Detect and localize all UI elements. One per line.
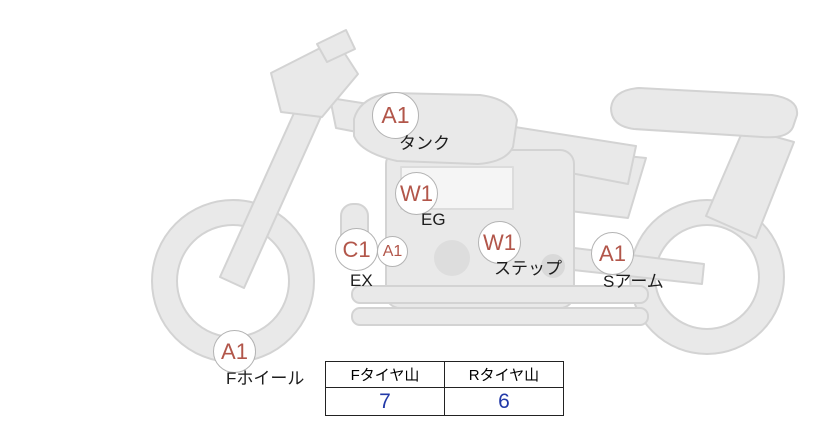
condition-badge-step: W1	[478, 221, 521, 264]
label-exhaust: EX	[350, 271, 373, 290]
condition-badge-exhaust-sub: A1	[377, 236, 408, 267]
condition-badge-swingarm: A1	[591, 232, 634, 275]
label-step: ステップ	[494, 259, 562, 278]
label-front-wheel: Fホイール	[226, 369, 305, 388]
condition-badge-tank: A1	[372, 92, 419, 139]
exhaust-pipe-upper-shape	[351, 285, 649, 304]
tail-shape	[705, 127, 795, 239]
rear-tire-header: Rタイヤ山	[444, 361, 564, 388]
tire-table-value-row: 7 6	[325, 387, 564, 416]
condition-badge-exhaust: C1	[335, 228, 378, 271]
front-tire-header: Fタイヤ山	[325, 361, 445, 388]
tire-tread-table: Fタイヤ山 Rタイヤ山 7 6	[325, 361, 564, 416]
condition-badge-front-wheel: A1	[213, 330, 256, 373]
label-engine: EG	[421, 210, 446, 229]
label-tank: タンク	[399, 134, 450, 153]
condition-badge-engine: W1	[395, 172, 438, 215]
front-tire-value: 7	[325, 387, 445, 416]
step-peg-shape	[541, 254, 565, 278]
crank-cover-shape	[434, 240, 470, 276]
mirror-shape	[316, 29, 356, 63]
label-swingarm: Sアーム	[603, 272, 664, 291]
exhaust-pipe-lower-shape	[351, 307, 649, 326]
rear-tire-value: 6	[444, 387, 564, 416]
seat-shape	[610, 87, 799, 139]
tire-table-header-row: Fタイヤ山 Rタイヤ山	[325, 361, 564, 388]
